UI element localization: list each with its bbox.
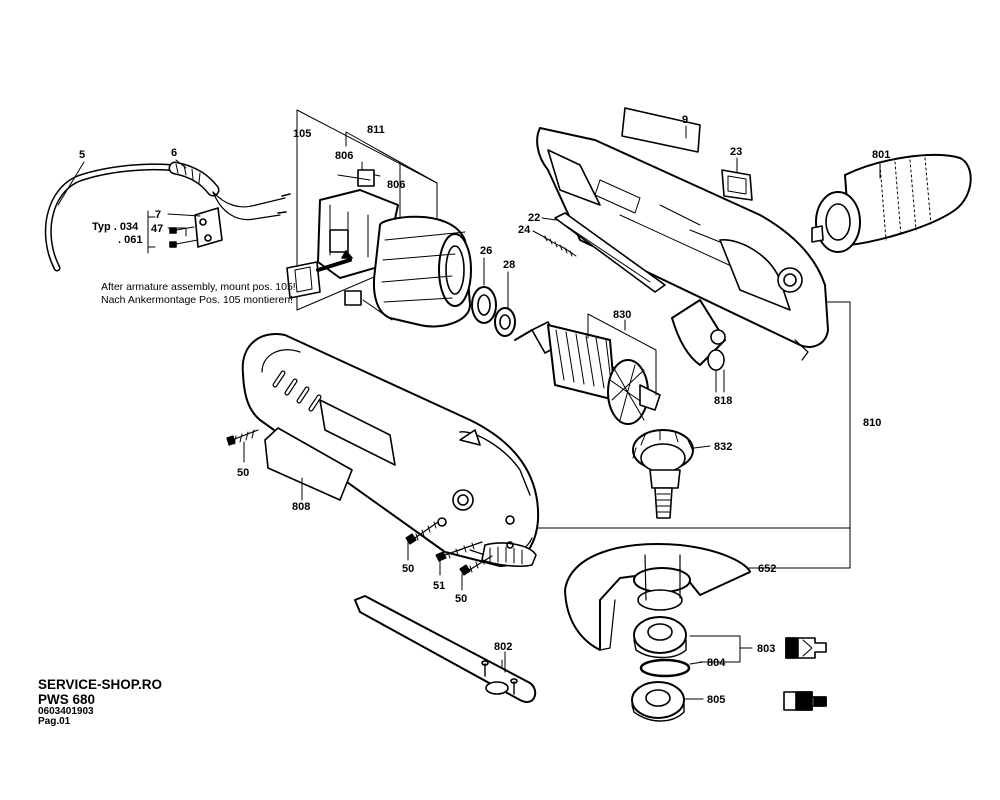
part-numbers: 5 6 7 47 105 811 806 806 26 28 830 9 23 …: [79, 114, 890, 706]
power-cord: [44, 161, 291, 272]
lock-button: [721, 169, 753, 201]
page-number: Pag.01: [38, 716, 71, 727]
part-803: 803: [757, 643, 775, 655]
part-832: 832: [714, 441, 732, 453]
type-label: Typ .: [92, 221, 117, 233]
part-802: 802: [494, 641, 512, 653]
part-811: 811: [367, 124, 385, 136]
part-7: 7: [155, 209, 161, 221]
bevel-gear: [632, 429, 694, 519]
label-plate: [264, 427, 353, 501]
footer-info: SERVICE-SHOP.RO PWS 680 0603401903 Pag.0…: [38, 678, 162, 727]
part-code: 0603401903: [38, 706, 94, 717]
armature: [514, 313, 661, 425]
shop-name: SERVICE-SHOP.RO: [38, 677, 163, 692]
bearing-26: [471, 286, 497, 324]
part-23: 23: [730, 146, 742, 158]
spanner-wrench: [354, 595, 537, 703]
type-variant-label: Typ . 034: [92, 221, 138, 233]
clamping-nut: [631, 681, 685, 722]
gear-housing: [536, 107, 829, 361]
part-806-upper: 806: [335, 150, 353, 162]
type-value-061: . 061: [118, 234, 143, 246]
part-806-right: 806: [387, 179, 405, 191]
motor-housing: [241, 333, 540, 567]
o-ring: [639, 658, 691, 678]
part-9: 9: [682, 114, 688, 126]
assembly-note-en: After armature assembly, mount pos. 105!: [101, 281, 296, 293]
part-26: 26: [480, 245, 492, 257]
leader-lines: [57, 125, 881, 700]
typ-bracket: [147, 210, 156, 254]
part-818: 818: [714, 395, 732, 407]
part-50-left: 50: [237, 467, 249, 479]
auxiliary-handle: [811, 153, 972, 253]
part-830: 830: [613, 309, 631, 321]
assembly-note: After armature assembly, mount pos. 105!…: [101, 281, 296, 307]
part-47: 47: [151, 223, 163, 235]
part-808: 808: [292, 501, 310, 513]
flange: [633, 616, 687, 659]
spindle-lock-lever: [671, 299, 726, 393]
part-50-mid: 50: [402, 563, 414, 575]
part-6: 6: [171, 147, 177, 159]
part-5: 5: [79, 149, 85, 161]
part-105: 105: [293, 128, 311, 140]
wheel-guard: [564, 543, 751, 651]
assembly-note-de: Nach Ankermontage Pos. 105 montieren!: [101, 294, 294, 306]
screws: [226, 429, 493, 576]
type-value-034: 034: [119, 221, 139, 233]
part-24: 24: [518, 224, 531, 236]
part-805: 805: [707, 694, 725, 706]
stator-field: [372, 215, 472, 328]
part-28: 28: [503, 259, 515, 271]
assembly-bracket: [537, 301, 851, 569]
part-810: 810: [863, 417, 881, 429]
part-51: 51: [433, 580, 445, 592]
type-variant-alt: . 061: [118, 234, 142, 246]
cord-clamp: [169, 207, 223, 248]
flange-orientation-icons: [783, 637, 827, 711]
part-801: 801: [872, 149, 890, 161]
model-name: PWS 680: [38, 691, 96, 707]
part-22: 22: [528, 212, 540, 224]
switch-slide: [544, 212, 666, 293]
part-804: 804: [707, 657, 726, 669]
flange-bracket: [689, 635, 753, 663]
part-652: 652: [758, 563, 776, 575]
bearing-28: [494, 307, 516, 337]
part-50-low: 50: [455, 593, 467, 605]
